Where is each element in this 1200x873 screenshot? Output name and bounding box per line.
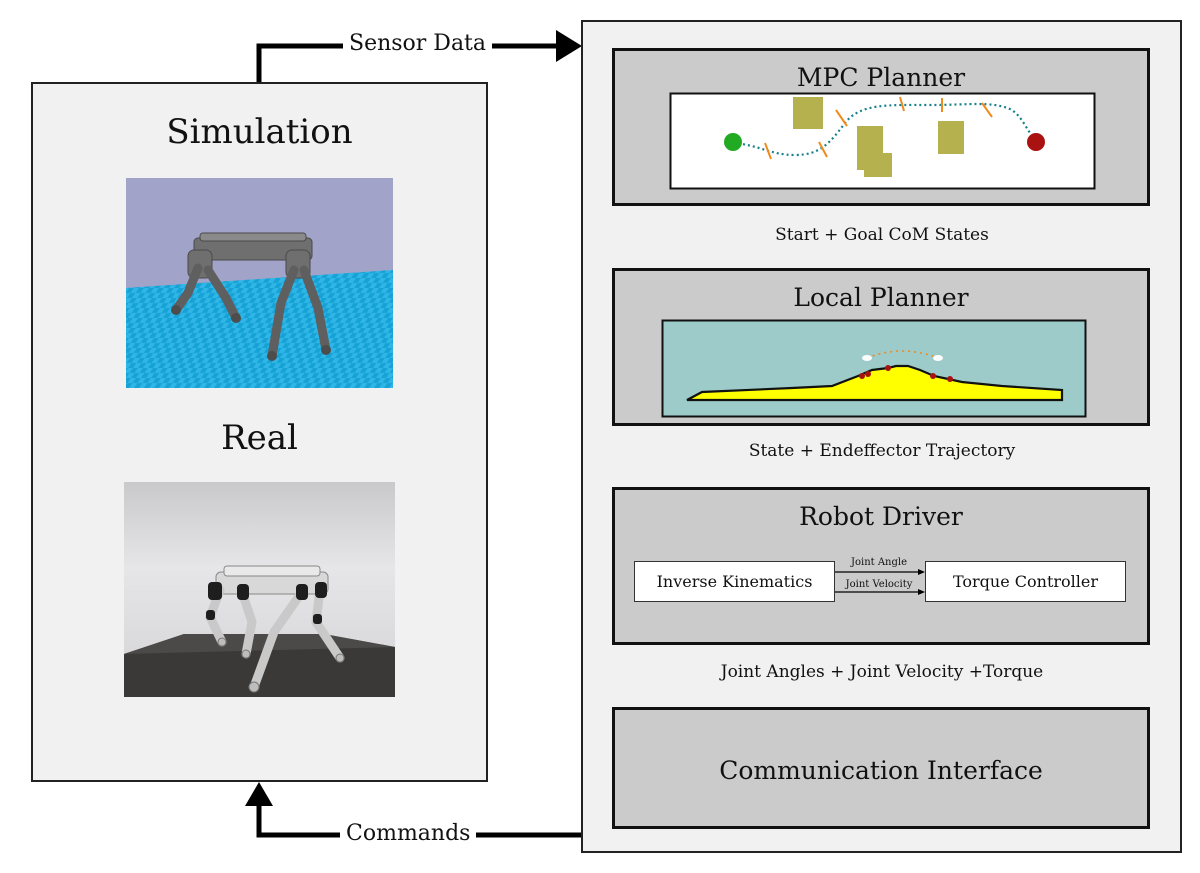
simulation-panel: Simulation — [31, 82, 488, 782]
flow-label-local-to-driver: State + Endeffector Trajectory — [748, 441, 1016, 461]
inverse-kinematics-box: Inverse Kinematics — [634, 561, 835, 602]
local-planner-title: Local Planner — [793, 283, 969, 312]
driver-internal-arrows — [835, 569, 925, 595]
simulation-label: Simulation — [166, 112, 353, 152]
terrain-illustration — [661, 319, 1087, 418]
sensor-data-label: Sensor Data — [343, 31, 493, 56]
communication-interface-title: Communication Interface — [719, 756, 1043, 785]
joint-velocity-label: Joint Velocity — [845, 579, 913, 590]
mpc-path-illustration — [669, 92, 1096, 190]
goal-marker — [1027, 133, 1045, 151]
mpc-planner-title: MPC Planner — [796, 63, 966, 92]
communication-interface-module: Communication Interface — [612, 707, 1150, 829]
robot-driver-title: Robot Driver — [799, 502, 963, 531]
simulation-image — [126, 178, 393, 388]
flow-label-mpc-to-local: Start + Goal CoM States — [775, 225, 989, 245]
start-marker — [724, 133, 742, 151]
joint-angle-label: Joint Angle — [850, 557, 908, 568]
torque-controller-box: Torque Controller — [925, 561, 1126, 602]
commands-label: Commands — [340, 821, 477, 846]
real-robot-image — [124, 482, 395, 697]
flow-label-driver-to-comm: Joint Angles + Joint Velocity +Torque — [720, 662, 1044, 682]
real-label: Real — [221, 418, 298, 458]
mpc-path — [732, 102, 1037, 157]
